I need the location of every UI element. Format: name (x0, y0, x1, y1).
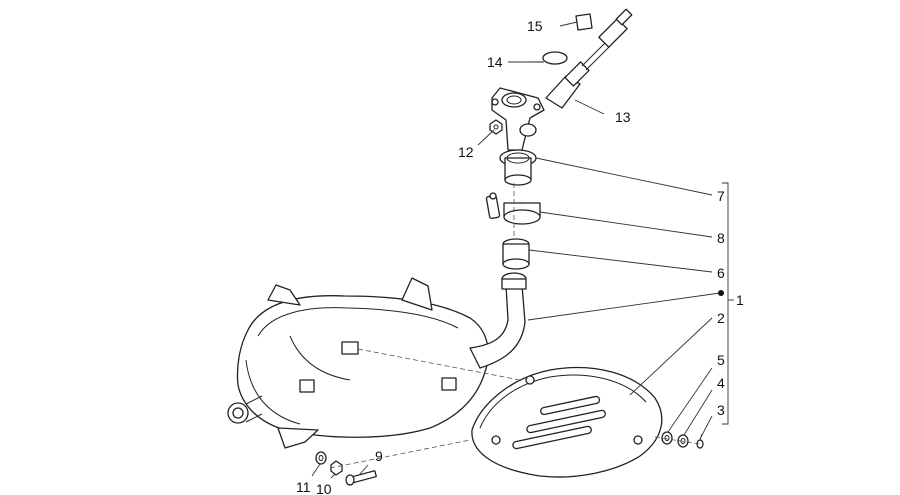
washer-11 (315, 451, 327, 465)
callout-7: 7 (717, 188, 725, 204)
pipe-sleeve (502, 238, 530, 270)
bolt-9 (345, 470, 377, 486)
callout-5: 5 (717, 352, 725, 368)
mount-bracket-lower (299, 379, 315, 393)
callout-14: 14 (487, 54, 503, 70)
callout-1: 1 (736, 292, 744, 308)
connector-cap (575, 13, 593, 31)
callout-12: 12 (458, 144, 474, 160)
heat-shield (471, 366, 663, 478)
exhaust-pipe (469, 284, 526, 369)
callout-dot (718, 290, 724, 296)
callout-2: 2 (717, 310, 725, 326)
assembly-line-bolt (329, 439, 471, 469)
callout-9: 9 (375, 448, 383, 464)
callout-6: 6 (717, 265, 725, 281)
mount-bracket-left (341, 341, 359, 355)
sensor-clip (528, 51, 568, 65)
callout-10: 10 (316, 481, 332, 495)
leader-lines (311, 21, 734, 479)
mount-bracket-right (441, 377, 457, 391)
pipe-clamp (485, 192, 541, 225)
spacer-5 (661, 431, 673, 445)
gasket-ring (499, 149, 537, 186)
muffler-body (227, 272, 527, 449)
lambda-sensor (545, 8, 633, 109)
bolt-3 (696, 433, 704, 449)
nut-10 (330, 460, 343, 476)
callout-15: 15 (527, 18, 543, 34)
callout-13: 13 (615, 109, 631, 125)
exhaust-manifold-flange (491, 87, 545, 151)
assembly-line-bracket (357, 348, 521, 381)
callout-11: 11 (296, 479, 311, 495)
callout-3: 3 (717, 402, 725, 418)
callout-8: 8 (717, 230, 725, 246)
callout-4: 4 (717, 375, 725, 391)
